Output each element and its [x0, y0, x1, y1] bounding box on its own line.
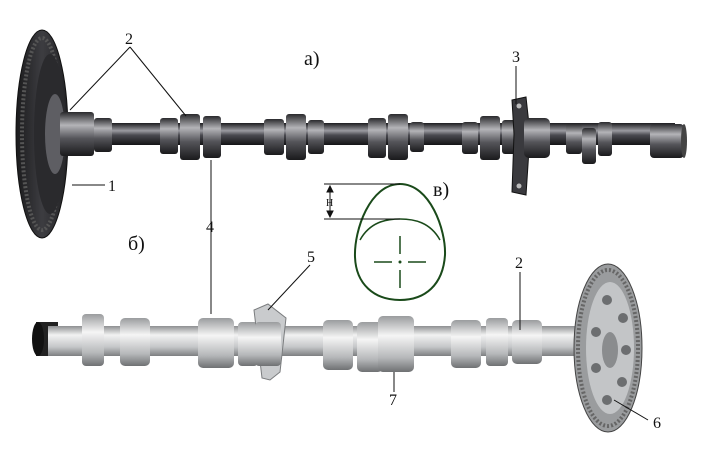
callout-7: 7 — [389, 392, 397, 409]
dark-cams — [60, 112, 518, 160]
cam-profile-diagram — [324, 182, 447, 302]
callout-2-top: 2 — [125, 31, 133, 48]
callout-2-bottom: 2 — [515, 255, 523, 272]
center-cross — [374, 236, 426, 288]
leader-lines — [69, 46, 649, 421]
part-label-b: б) — [128, 233, 145, 255]
part-label-a: а) — [304, 48, 320, 70]
cam-profile-outline — [353, 182, 447, 302]
dark-camshaft — [15, 29, 687, 239]
timing-gear — [15, 29, 69, 239]
callout-5: 5 — [307, 249, 315, 266]
callout-6: 6 — [653, 415, 661, 432]
callout-1: 1 — [108, 178, 116, 195]
height-dimension — [324, 183, 400, 220]
light-camshaft — [32, 263, 643, 433]
small-flange — [253, 303, 287, 381]
part-label-v: в) — [433, 179, 449, 201]
height-label: Н — [326, 198, 333, 209]
dark-cams-right — [566, 122, 687, 164]
callout-4: 4 — [206, 219, 214, 236]
light-cams — [82, 314, 542, 372]
thrust-flange — [511, 96, 550, 196]
light-gear — [573, 263, 643, 433]
callout-3: 3 — [512, 49, 520, 66]
